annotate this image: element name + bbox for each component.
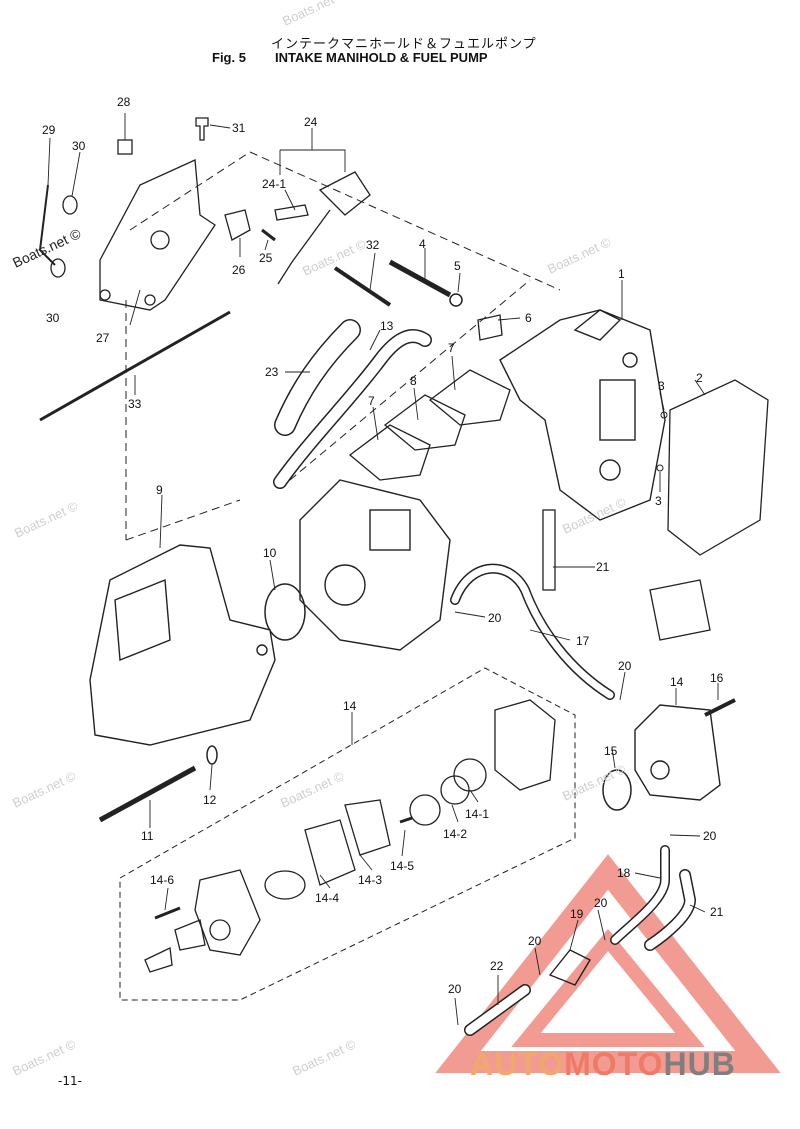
callout-1: 1: [618, 267, 625, 281]
callout-33: 33: [128, 397, 142, 411]
screw-14-6: [154, 906, 181, 920]
diagram-title: INTAKE MANIHOLD & FUEL PUMP: [275, 50, 488, 65]
callout-6: 6: [525, 311, 532, 325]
gaskets-7-8: [348, 369, 511, 481]
callout-16: 16: [710, 671, 724, 685]
callout-19: 19: [570, 907, 584, 921]
callout-21a: 21: [596, 560, 610, 574]
pin-25: [261, 228, 276, 242]
bolt-11: [98, 765, 197, 823]
callout-13: 13: [380, 319, 394, 333]
callout-25: 25: [259, 251, 273, 265]
gasket-2: [667, 379, 769, 556]
bracket-26: [224, 209, 251, 241]
callout-24: 24: [304, 115, 318, 129]
callout-8: 8: [410, 374, 417, 388]
washer-5: [449, 293, 463, 307]
lever-24: [274, 171, 371, 285]
callout-labels: 1 2 3 3 4 5 6 7 7 8 9 10 11 12 13 14 14 …: [42, 95, 724, 996]
callout-29: 29: [42, 123, 56, 137]
callout-10: 10: [263, 546, 277, 560]
callout-3a: 3: [658, 379, 665, 393]
callout-20b: 20: [618, 659, 632, 673]
oring-15: [602, 769, 632, 811]
callout-14-4: 14-4: [315, 891, 339, 905]
assembly-lines: [125, 151, 561, 541]
callout-7a: 7: [448, 341, 455, 355]
logo-part-hub: HUB: [663, 1046, 736, 1082]
bolt-28: [117, 139, 133, 155]
pump-internals: [144, 699, 556, 973]
tube-21: [542, 509, 556, 591]
callout-14-1: 14-1: [465, 807, 489, 821]
clip-30a: [62, 195, 78, 215]
carburetor: [299, 479, 451, 651]
bracket-27: [99, 159, 216, 311]
logo-part-auto: AUTO: [470, 1046, 565, 1082]
dowel-3a: [660, 411, 668, 419]
callout-26: 26: [232, 263, 246, 277]
callout-20d: 20: [594, 896, 608, 910]
callout-14a: 14: [343, 699, 357, 713]
callout-3b: 3: [655, 494, 662, 508]
screw-16: [704, 698, 736, 717]
link-rod-29: [38, 184, 56, 266]
washer-12: [206, 745, 218, 765]
callout-4: 4: [419, 237, 426, 251]
callout-14b: 14: [670, 675, 684, 689]
screw-31: [195, 117, 209, 141]
clamp-6: [477, 314, 503, 341]
callout-12: 12: [203, 793, 217, 807]
callout-24-1: 24-1: [262, 177, 286, 191]
callout-7b: 7: [368, 394, 375, 408]
callout-20a: 20: [488, 611, 502, 625]
logo-triangle: [435, 854, 781, 1073]
callout-17: 17: [576, 634, 590, 648]
callout-14-5: 14-5: [390, 859, 414, 873]
part-insert: [649, 579, 711, 641]
logo-part-moto: MOTO: [564, 1046, 664, 1082]
callout-28: 28: [117, 95, 131, 109]
screw-14-5: [399, 816, 413, 824]
figure-label: Fig. 5: [212, 50, 246, 65]
callout-21b: 21: [710, 905, 724, 919]
oring-10: [264, 583, 306, 641]
title-japanese: インテークマニホールド＆フュエルポンプ: [271, 37, 537, 52]
fuel-pump-14: [634, 704, 721, 801]
callout-15: 15: [604, 744, 618, 758]
page-number: -11-: [58, 1074, 82, 1088]
callout-31: 31: [232, 121, 246, 135]
callout-14-2: 14-2: [443, 827, 467, 841]
bolt-4: [388, 259, 452, 298]
callout-14-6: 14-6: [150, 873, 174, 887]
callout-14-3: 14-3: [358, 873, 382, 887]
callout-32: 32: [366, 238, 380, 252]
fuel-filter-19: [548, 949, 591, 986]
intake-manifold-1: [499, 309, 666, 521]
callout-20c: 20: [703, 829, 717, 843]
callout-30a: 30: [72, 139, 86, 153]
callout-20f: 20: [448, 982, 462, 996]
callout-18: 18: [617, 866, 631, 880]
callout-2: 2: [696, 371, 703, 385]
fuel-pump-group-outline: [119, 667, 576, 1001]
automotohub-logo: AUTOMOTOHUB: [470, 1046, 736, 1083]
silencer-9: [89, 544, 276, 746]
callout-23: 23: [265, 365, 279, 379]
callout-5: 5: [454, 259, 461, 273]
callout-30b: 30: [46, 311, 60, 325]
cable-33: [39, 310, 231, 422]
callout-20e: 20: [528, 934, 542, 948]
callout-11: 11: [141, 829, 154, 843]
callout-22: 22: [490, 959, 504, 973]
leader-lines: [47, 113, 719, 1026]
dowel-3b: [656, 464, 664, 472]
screw-32: [333, 266, 392, 307]
callout-9: 9: [156, 483, 163, 497]
clip-30b: [50, 258, 66, 278]
callout-27: 27: [96, 331, 110, 345]
